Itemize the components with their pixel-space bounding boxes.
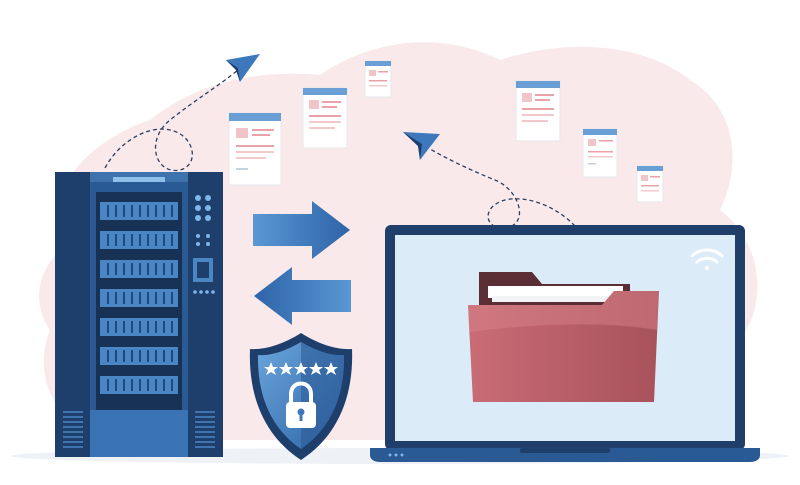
- paper-plane-icon: [403, 132, 440, 160]
- padlock-icon: [286, 381, 316, 428]
- document-icon: [636, 165, 664, 203]
- server-vent: [63, 411, 215, 448]
- flight-path-right: [424, 145, 576, 229]
- server-rack: [55, 172, 223, 457]
- arrow-right-icon: [253, 201, 350, 259]
- flight-path-left: [104, 69, 239, 172]
- star-icon: [264, 362, 338, 375]
- security-shield: [249, 333, 353, 460]
- document-icon: [582, 128, 618, 178]
- document-icon: [302, 87, 348, 149]
- document-icon: [515, 80, 561, 142]
- wifi-icon: [690, 248, 724, 270]
- laptop: [370, 225, 760, 462]
- laptop-base: [370, 448, 760, 462]
- arrow-left-icon: [254, 267, 351, 325]
- paper-plane-icon: [226, 54, 260, 82]
- server-status-lights: [195, 195, 211, 246]
- document-icon: [364, 60, 392, 98]
- document-icon: [228, 112, 282, 186]
- folder-icon: [468, 272, 659, 402]
